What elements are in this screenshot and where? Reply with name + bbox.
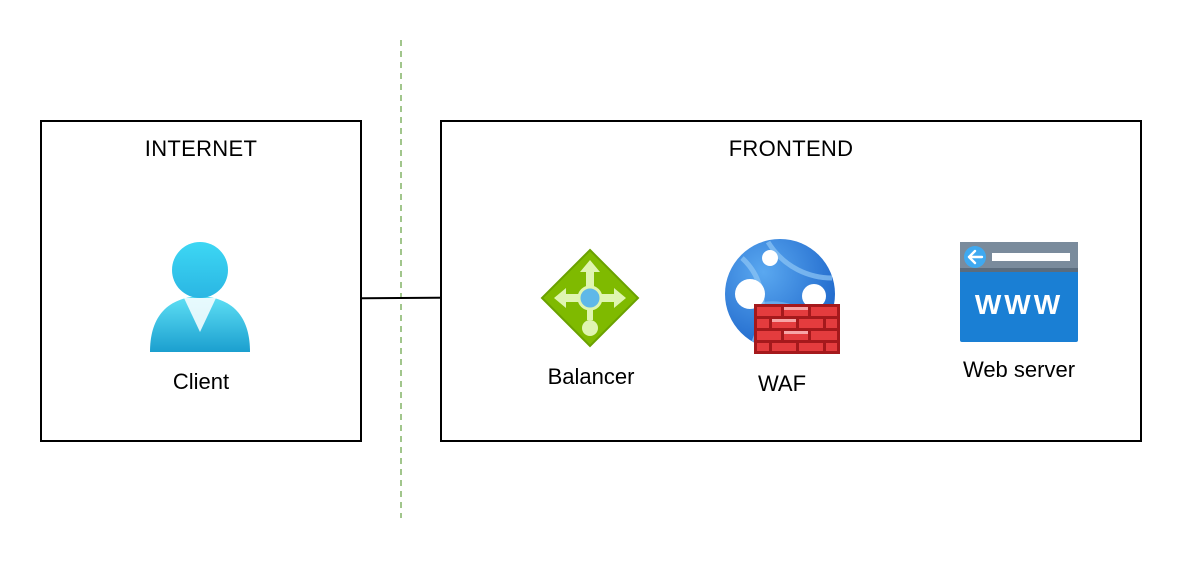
internet-zone-title: INTERNET — [144, 136, 258, 161]
www-text: WWW — [975, 289, 1063, 320]
www-browser-icon[interactable]: WWW — [960, 242, 1078, 342]
frontend-zone-title: FRONTEND — [728, 136, 854, 161]
waf-label: WAF — [757, 371, 807, 396]
balancer-label: Balancer — [547, 364, 635, 389]
load-balancer-icon[interactable] — [540, 248, 640, 348]
client-label: Client — [172, 369, 230, 394]
user-icon[interactable] — [148, 240, 252, 356]
web-application-firewall-icon[interactable] — [724, 238, 842, 356]
web-server-label: Web server — [962, 357, 1076, 382]
